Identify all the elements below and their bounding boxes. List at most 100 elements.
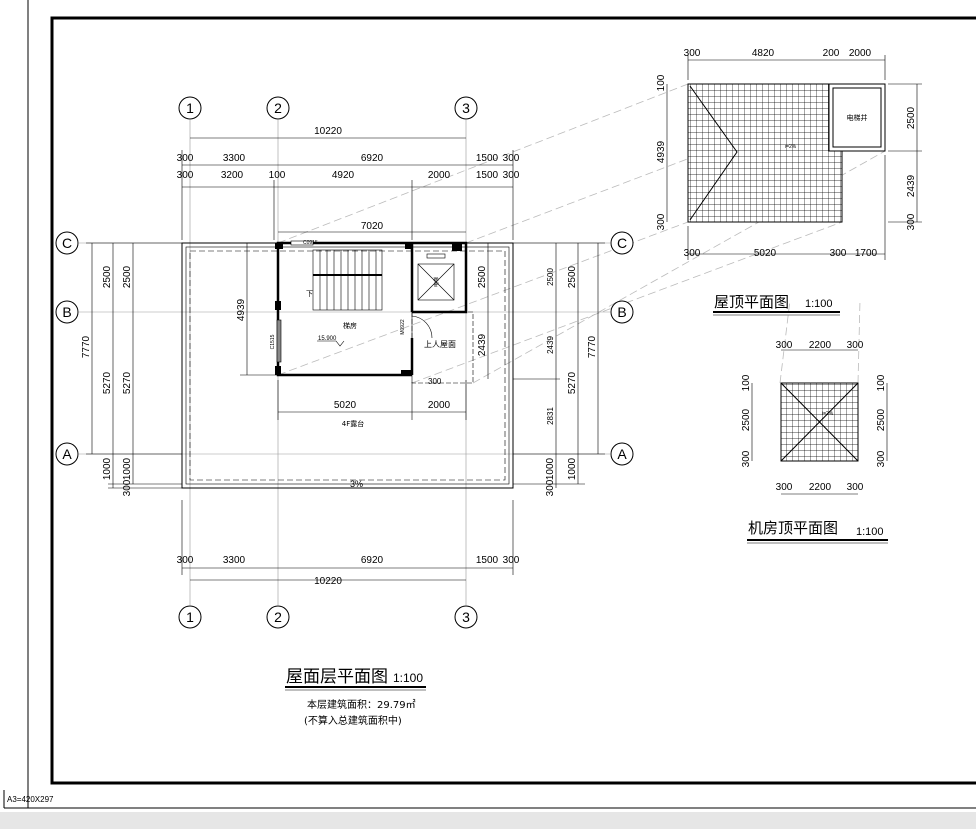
dim-label: 6920 (361, 153, 384, 164)
area-note-2: (不算入总建筑面积中) (304, 714, 402, 727)
svg-text:C: C (62, 235, 72, 251)
main-plan-title: 屋面层平面图 (286, 667, 388, 687)
dim-label: 2500 (102, 265, 113, 288)
dim-label: 7770 (81, 335, 92, 358)
dim-label: 2500 (876, 408, 887, 431)
axis-bubble-C-right: C (610, 231, 634, 255)
stair-down-label: 下 (306, 290, 313, 298)
elevator-shaft-label: 电梯井 (847, 113, 868, 122)
dim-label: 4820 (752, 48, 775, 59)
axis-bubble-A: A (55, 442, 79, 466)
dim-label: 3200 (221, 170, 244, 181)
dim-label: 300 (503, 153, 520, 164)
dim-label: 300 (847, 340, 864, 351)
dim-label: 2000 (849, 48, 872, 59)
svg-text:2: 2 (274, 609, 282, 625)
dim-label: 5270 (122, 371, 133, 394)
svg-text:B: B (617, 304, 626, 320)
dim-label: 300 (741, 450, 752, 467)
status-bar (0, 812, 976, 829)
dim-label: 2500 (546, 268, 555, 286)
dim-label: 300 (428, 377, 442, 386)
dim-label: 5270 (567, 371, 578, 394)
svg-text:A: A (62, 446, 72, 462)
dim-top-total: 10220 (314, 126, 342, 137)
svg-text:C: C (617, 235, 627, 251)
dim-label: 300 (906, 213, 917, 230)
sheet-size-label: A3=420X297 (7, 795, 54, 804)
window-tag: C1515 (270, 334, 276, 349)
axis-bubble-B-right: B (610, 300, 634, 324)
dim-label: 100 (876, 374, 887, 391)
roof-plan-title: 屋顶平面图 (714, 293, 789, 311)
dim-label: 2831 (546, 407, 555, 425)
dim-label: 5020 (754, 248, 777, 259)
dim-label: 2439 (546, 336, 555, 354)
dim-label: 300 (776, 482, 793, 493)
dim-label: 5020 (334, 400, 357, 411)
dim-label: 1000 (545, 457, 556, 480)
dim-label: 2000 (428, 400, 451, 411)
svg-text:2: 2 (274, 100, 282, 116)
room-label-roof: 上人屋面 (424, 340, 456, 349)
axis-bubble-2-bottom: 2 (266, 605, 290, 629)
axis-bubble-1-bottom: 1 (178, 605, 202, 629)
dim-label: 2500 (741, 408, 752, 431)
svg-text:1: 1 (186, 100, 194, 116)
dim-label: 300 (177, 153, 194, 164)
slope-mark: 3% (350, 479, 363, 489)
dim-label: 100 (269, 170, 286, 181)
dim-label: 200 (823, 48, 840, 59)
dim-label: 2200 (809, 482, 832, 493)
dim-label: 100 (656, 74, 667, 91)
axis-bubble-A-right: A (610, 442, 634, 466)
dim-label: 4939 (236, 298, 247, 321)
dim-label: 300 (876, 450, 887, 467)
dim-label: 2500 (567, 265, 578, 288)
stair-room (275, 240, 474, 384)
dim-label: 1500 (476, 555, 499, 566)
elevator-icon (417, 253, 455, 301)
dim-label: 300 (503, 555, 520, 566)
dim-label: 3300 (223, 153, 246, 164)
dim-label: 4939 (656, 140, 667, 163)
dim-label: 2500 (906, 106, 917, 129)
machine-roof-scale: 1:100 (856, 526, 884, 538)
dim-label: 300 (503, 170, 520, 181)
axis-bubble-2: 2 (266, 96, 290, 120)
dim-label: 300 (545, 479, 556, 496)
svg-text:3: 3 (462, 100, 470, 116)
svg-text:3: 3 (462, 609, 470, 625)
dim-label: 3300 (223, 555, 246, 566)
dim-label: 1000 (567, 457, 578, 480)
area-note: 本层建筑面积：29.79㎡ (307, 698, 416, 711)
main-plan-scale: 1:100 (393, 671, 423, 685)
axis-bubble-3: 3 (454, 96, 478, 120)
window-tag: C0915 (303, 240, 318, 246)
dim-label: 300 (122, 479, 133, 496)
dim-label: 1500 (476, 170, 499, 181)
dim-label: 5270 (102, 371, 113, 394)
dim-label: 300 (847, 482, 864, 493)
dim-label: 300 (684, 48, 701, 59)
dim-label: 7020 (361, 221, 384, 232)
dim-label: 7770 (587, 335, 598, 358)
axis-bubble-1: 1 (178, 96, 202, 120)
dim-label: 2200 (809, 340, 832, 351)
svg-text:A: A (617, 446, 627, 462)
machine-room-roof-plan: i=2% 300 2200 300 300 2200 300 100 2500 … (741, 340, 888, 544)
dim-label: 1500 (476, 153, 499, 164)
sheet-frame (3, 0, 976, 809)
svg-text:B: B (62, 304, 71, 320)
axis-bubble-C: C (55, 231, 79, 255)
main-roof-plan: 1 2 3 1 2 3 C B A C B A 10220 300 3300 6… (55, 96, 634, 727)
dim-label: 2000 (428, 170, 451, 181)
dim-label: 2439 (477, 333, 488, 356)
dim-label: 4920 (332, 170, 355, 181)
lift-tag: 电梯 (433, 277, 440, 287)
dim-label: 300 (656, 213, 667, 230)
dim-label: 300 (177, 170, 194, 181)
dim-label: 2500 (477, 265, 488, 288)
dim-label: 100 (741, 374, 752, 391)
